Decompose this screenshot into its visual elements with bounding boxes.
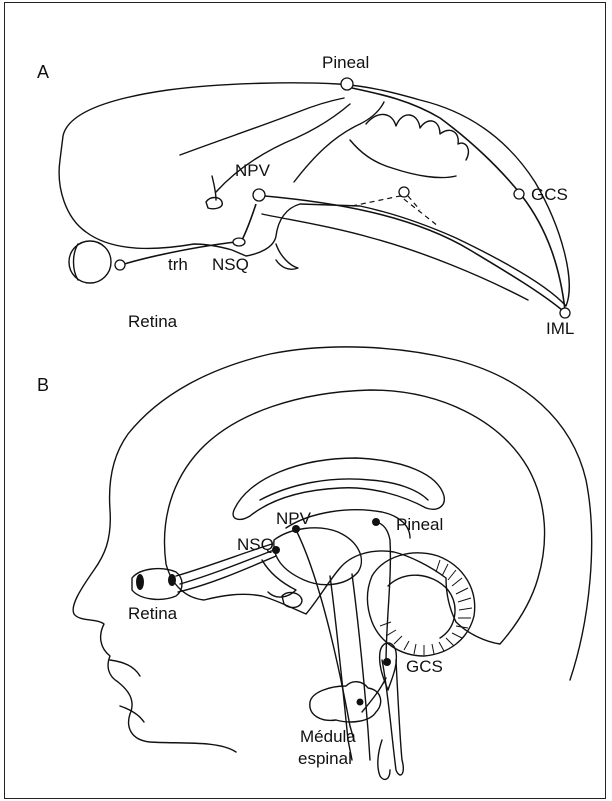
retina-dot-right [168, 574, 176, 586]
rat-pituitary [206, 198, 222, 209]
rat-thalamus-curve [294, 102, 384, 182]
rat-eye-lens [74, 244, 79, 280]
label-retina-b: Retina [128, 604, 178, 623]
panel-a-letter: A [37, 62, 49, 82]
label-retina-a: Retina [128, 312, 178, 331]
panel-a: A Pineal NPV GCS t [37, 53, 574, 338]
head-profile-outline [73, 347, 592, 752]
gcs-dot [383, 658, 391, 666]
medula-dot [357, 699, 364, 706]
rat-brainstem-curve [262, 214, 528, 300]
nsq-to-npv-path [242, 204, 256, 240]
rat-cerebellum-folds [366, 114, 468, 160]
label-iml: IML [546, 319, 574, 338]
gcs-node-a [514, 189, 524, 199]
label-trh: trh [168, 255, 188, 274]
rat-eye [69, 241, 111, 283]
pituitary-b [282, 593, 302, 608]
label-pineal-a: Pineal [322, 53, 369, 72]
panel-b-letter: B [37, 375, 49, 395]
retina-node-a [115, 260, 125, 270]
hypothalamus-lobe [262, 560, 296, 597]
label-nsq-b: NSQ [237, 535, 274, 554]
label-medula-line1: Médula [300, 727, 356, 746]
thalamus-outline [274, 528, 362, 585]
dashed-projection-2 [408, 196, 420, 210]
label-gcs-b: GCS [406, 657, 443, 676]
rat-optic-nerve-curve [212, 176, 216, 200]
panel-b: B [37, 347, 592, 779]
rat-hypothalamus-lobe [276, 244, 298, 269]
rat-cerebellum-inner [350, 140, 456, 178]
pineal-node-a [341, 78, 353, 90]
cerebellum-inner [388, 575, 455, 638]
label-pineal-b: Pineal [396, 515, 443, 534]
npv-node-a [253, 189, 265, 201]
rat-brain-outline [59, 83, 569, 306]
nsq-node-a [233, 238, 245, 246]
label-nsq-a: NSQ [212, 255, 249, 274]
label-npv-a: NPV [235, 161, 271, 180]
cerebellum-outline [368, 553, 475, 656]
gcs-ganglion-shape [380, 643, 397, 690]
label-gcs-a: GCS [531, 185, 568, 204]
optic-nerve-middle [180, 550, 274, 584]
nose-line [110, 660, 140, 676]
cerebellum-folia [380, 560, 472, 655]
human-brain-outline [164, 390, 544, 644]
extra-node-a [399, 187, 409, 197]
npv-to-iml-path [265, 196, 562, 310]
label-medula-line2: espinal [298, 749, 352, 768]
iml-node-a [560, 308, 570, 318]
retina-dot-left [136, 574, 144, 590]
cord-outline-left [378, 740, 390, 779]
label-npv-b: NPV [276, 509, 312, 528]
optic-nerve-lower [178, 556, 276, 592]
pineal-dot [372, 518, 380, 526]
